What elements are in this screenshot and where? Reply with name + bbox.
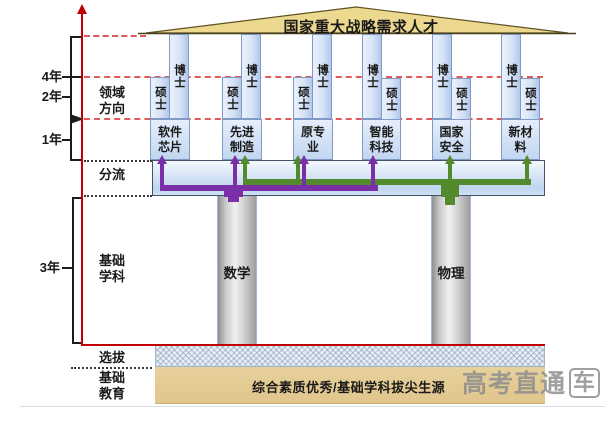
dotted-line-diversion-bottom bbox=[84, 195, 152, 197]
label-diversion: 分流 bbox=[98, 167, 125, 182]
dotted-line-diversion-top bbox=[84, 160, 152, 162]
purple-arrow-shaft-orig-major bbox=[302, 163, 306, 186]
label-2yr: 2年 bbox=[41, 89, 62, 104]
master-box-2: 硕士 bbox=[293, 77, 313, 119]
field-box-5: 新材料 bbox=[501, 119, 540, 160]
purple-arrowhead-software-chip-icon bbox=[157, 155, 167, 164]
label-3yr: 3年 bbox=[39, 260, 60, 275]
purple-arrow-shaft-intelligent-tech bbox=[371, 163, 375, 186]
master-label-1: 硕士 bbox=[226, 85, 238, 111]
doctor-column-4: 博士 bbox=[432, 34, 452, 119]
label-domain-direction: 领域方向 bbox=[98, 85, 125, 116]
master-label-3: 硕士 bbox=[385, 86, 397, 112]
doctor-column-5: 博士 bbox=[501, 34, 521, 119]
watermark: 高考直通车 bbox=[462, 364, 601, 400]
tick-3yr bbox=[62, 267, 72, 269]
upper-bracket-line bbox=[70, 36, 72, 161]
watermark-text: 高考直通 bbox=[462, 370, 567, 398]
roof-shape bbox=[138, 6, 576, 35]
purple-arrow-shaft-software-chip bbox=[160, 163, 164, 186]
purple-arrow-shaft-adv-mfg bbox=[233, 163, 237, 186]
page-bottom-rule bbox=[20, 406, 605, 407]
master-box-0: 硕士 bbox=[150, 77, 170, 119]
roof-title: 国家重大战略需求人才 bbox=[283, 19, 439, 36]
doctor-column-2: 博士 bbox=[312, 34, 332, 119]
doctor-column-0: 博士 bbox=[169, 34, 189, 119]
field-box-0: 软件芯片 bbox=[150, 119, 190, 160]
master-label-2: 硕士 bbox=[297, 85, 309, 111]
basic-education-text: 综合素质优秀/基础学科拔尖生源 bbox=[252, 380, 446, 395]
field-box-1: 先进制造 bbox=[222, 119, 262, 160]
doctor-label-3: 博士 bbox=[366, 64, 378, 89]
pillar-physics-label: 物理 bbox=[437, 266, 465, 281]
purple-flow-stub bbox=[224, 185, 243, 197]
field-box-4: 国家安全 bbox=[432, 119, 471, 160]
field-box-3: 智能科技 bbox=[362, 119, 401, 160]
green-arrow-shaft-natl-security bbox=[448, 163, 452, 180]
tick-4yr bbox=[62, 76, 83, 78]
green-arrowhead-orig-major-icon bbox=[293, 155, 303, 164]
master-box-1: 硕士 bbox=[222, 77, 242, 119]
lower-bracket-bottom-tick bbox=[72, 342, 83, 344]
green-flow-bar bbox=[243, 179, 531, 185]
doctor-column-3: 博士 bbox=[362, 34, 382, 119]
selection-band bbox=[155, 346, 545, 367]
time-axis-line bbox=[81, 13, 83, 346]
lower-bracket-line bbox=[72, 197, 74, 344]
master-box-4: 硕士 bbox=[451, 78, 471, 120]
master-label-4: 硕士 bbox=[455, 86, 467, 112]
label-basic-education: 基础教育 bbox=[98, 370, 125, 401]
doctor-label-4: 博士 bbox=[436, 64, 448, 89]
dotted-line-selection-bottom bbox=[71, 367, 152, 369]
green-flow-stub-tail bbox=[445, 197, 455, 205]
label-selection: 选拔 bbox=[98, 350, 125, 365]
lower-bracket-top-tick bbox=[72, 197, 83, 199]
doctor-label-2: 博士 bbox=[316, 64, 328, 89]
upper-bracket-top-tick bbox=[70, 36, 83, 38]
master-label-5: 硕士 bbox=[524, 86, 536, 112]
label-foundation-discipline: 基础学科 bbox=[98, 253, 125, 284]
bracket-wedge-marker bbox=[70, 114, 84, 124]
pillar-math bbox=[217, 196, 257, 345]
label-1yr: 1年 bbox=[41, 132, 62, 147]
purple-flow-bar bbox=[160, 185, 378, 191]
purple-flow-stub-tail bbox=[228, 197, 239, 202]
tick-1yr bbox=[62, 139, 71, 141]
purple-arrowhead-intelligent-tech-icon bbox=[368, 155, 378, 164]
doctor-column-1: 博士 bbox=[241, 34, 261, 119]
upper-bracket-bottom-tick bbox=[70, 159, 83, 161]
doctor-label-1: 博士 bbox=[245, 64, 257, 89]
green-arrow-shaft-new-materials bbox=[525, 163, 529, 180]
pillar-math-label: 数学 bbox=[223, 266, 251, 281]
green-arrow-shaft-orig-major bbox=[296, 163, 300, 180]
doctor-label-0: 博士 bbox=[173, 64, 185, 89]
doctor-label-5: 博士 bbox=[505, 64, 517, 89]
green-arrowhead-new-materials-icon bbox=[522, 155, 532, 164]
watermark-boxed-char: 车 bbox=[569, 368, 601, 398]
green-arrowhead-natl-security-icon bbox=[445, 155, 455, 164]
green-flow-stub bbox=[441, 179, 459, 197]
label-4yr: 4年 bbox=[41, 69, 62, 84]
master-label-0: 硕士 bbox=[154, 85, 166, 111]
master-box-3: 硕士 bbox=[381, 78, 401, 120]
tick-2yr bbox=[62, 96, 71, 98]
purple-arrowhead-adv-mfg-icon bbox=[230, 155, 240, 164]
green-arrow-shaft-adv-mfg bbox=[243, 163, 247, 180]
field-box-2: 原专业 bbox=[293, 119, 333, 160]
master-box-5: 硕士 bbox=[520, 78, 540, 120]
basic-education-band bbox=[155, 367, 545, 404]
pillar-physics bbox=[431, 196, 471, 345]
dashed-line-roof-base bbox=[84, 35, 146, 37]
time-axis-arrowhead-icon bbox=[77, 4, 87, 14]
purple-arrowhead-orig-major-icon bbox=[299, 155, 309, 164]
selection-band-red-border bbox=[82, 344, 545, 346]
green-arrowhead-adv-mfg-icon bbox=[240, 155, 250, 164]
